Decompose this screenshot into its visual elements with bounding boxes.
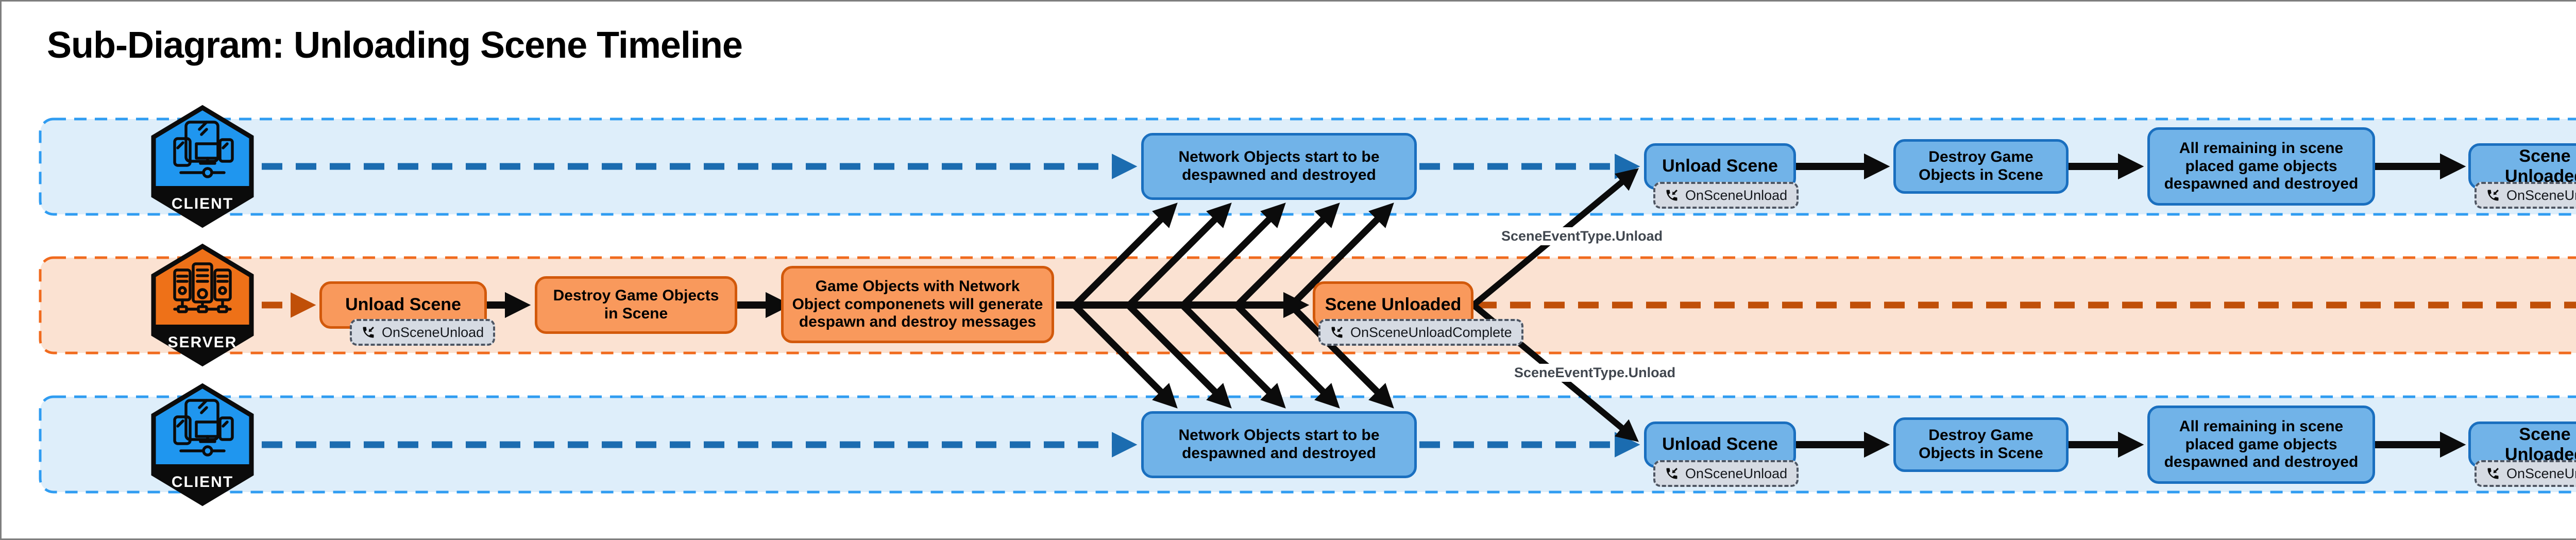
server-racks-icon bbox=[173, 262, 232, 313]
client2-hexagon-badge: CLIENT bbox=[151, 383, 254, 507]
edge-label-scene-event-unload-top: SceneEventType.Unload bbox=[1498, 227, 1663, 245]
phone-callback-icon bbox=[363, 327, 374, 338]
node-game-objects-generate-despawn-server: Game Objects with Network Object compone… bbox=[781, 266, 1054, 343]
callback-badge-label: OnSceneUnloadComplete bbox=[2506, 187, 2576, 203]
callback-badge-label: OnSceneUnload bbox=[382, 324, 484, 340]
node-destroy-game-objects-client2: Destroy Game Objects in Scene bbox=[1893, 417, 2069, 472]
node-all-remaining-despawned-client2: All remaining in scene placed game objec… bbox=[2147, 406, 2375, 484]
callback-badge-onsceneunload-server: OnSceneUnload bbox=[350, 319, 496, 346]
page-title: Sub-Diagram: Unloading Scene Timeline bbox=[47, 25, 743, 66]
despawn-message-fan-arrows bbox=[1072, 202, 1394, 409]
callback-badge-label: OnSceneUnloadComplete bbox=[1350, 324, 1512, 340]
callback-badge-onsceneunloadcomplete-client1: OnSceneUnloadComplete bbox=[2475, 182, 2576, 209]
node-all-remaining-despawned-client1: All remaining in scene placed game objec… bbox=[2147, 127, 2375, 206]
callback-badge-label: OnSceneUnloadComplete bbox=[2506, 465, 2576, 481]
node-network-objects-despawned-client2: Network Objects start to be despawned an… bbox=[1141, 411, 1417, 478]
phone-callback-icon bbox=[1331, 327, 1343, 338]
server-hexagon-caption: SERVER bbox=[168, 334, 238, 351]
client1-hexagon-caption: CLIENT bbox=[172, 195, 233, 212]
callback-badge-onsceneunload-client2: OnSceneUnload bbox=[1653, 460, 1799, 487]
server-hexagon-badge: SERVER bbox=[151, 243, 254, 367]
client-devices-icon bbox=[173, 399, 234, 457]
client-devices-icon bbox=[173, 121, 234, 178]
phone-callback-icon bbox=[1666, 468, 1677, 479]
client2-hexagon-caption: CLIENT bbox=[172, 474, 233, 491]
edge-label-scene-event-unload-bottom: SceneEventType.Unload bbox=[1511, 364, 1675, 382]
callback-badge-onsceneunload-client1: OnSceneUnload bbox=[1653, 182, 1799, 209]
node-destroy-game-objects-server: Destroy Game Objects in Scene bbox=[535, 276, 737, 334]
callback-badge-onsceneunloadcomplete-client2: OnSceneUnloadComplete bbox=[2475, 460, 2576, 487]
node-scene-unloaded-server: Scene Unloaded bbox=[1313, 281, 1473, 329]
callback-badge-label: OnSceneUnload bbox=[1685, 465, 1788, 481]
client1-hexagon-badge: CLIENT bbox=[151, 105, 254, 228]
callback-badge-label: OnSceneUnload bbox=[1685, 187, 1788, 203]
node-destroy-game-objects-client1: Destroy Game Objects in Scene bbox=[1893, 139, 2069, 194]
callback-badge-onsceneunloadcomplete-server: OnSceneUnloadComplete bbox=[1318, 319, 1523, 346]
phone-callback-icon bbox=[2487, 190, 2499, 201]
node-network-objects-despawned-client1: Network Objects start to be despawned an… bbox=[1141, 133, 1417, 200]
phone-callback-icon bbox=[1666, 190, 1677, 201]
phone-callback-icon bbox=[2487, 468, 2499, 479]
